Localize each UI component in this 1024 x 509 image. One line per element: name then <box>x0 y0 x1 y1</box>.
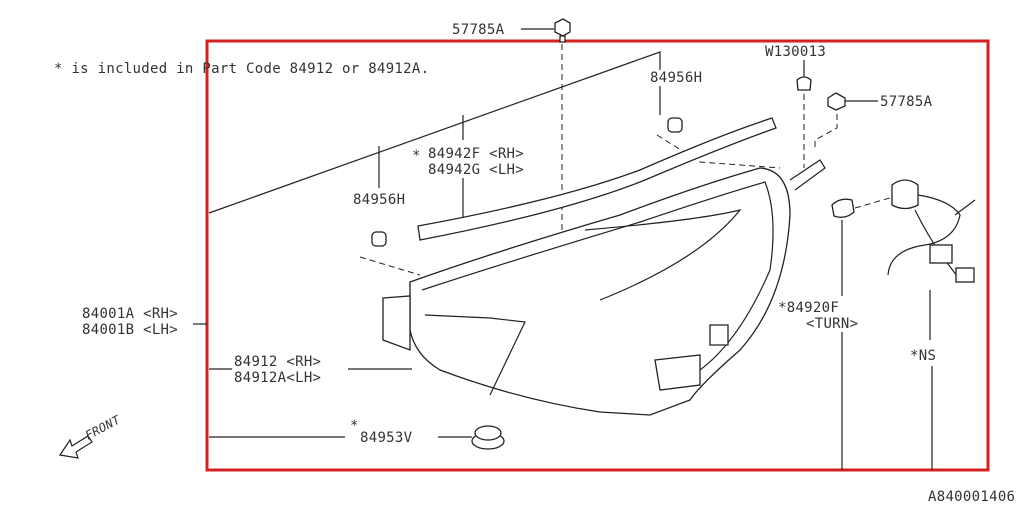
label-W130013[interactable]: W130013 <box>765 44 826 60</box>
grommet-left-icon <box>371 231 387 247</box>
cap-icon <box>471 425 505 450</box>
label-84001A[interactable]: 84001A <RH> <box>82 306 178 322</box>
label-57785A-top[interactable]: 57785A <box>452 22 505 38</box>
seal-star: * <box>412 148 421 164</box>
label-84942F[interactable]: 84942F <RH> <box>428 146 524 162</box>
note-text: * is included in Part Code 84912 or 8491… <box>54 61 429 77</box>
wiring-harness-icon <box>887 179 976 340</box>
leader-line <box>208 51 661 214</box>
group-frame <box>205 39 990 472</box>
bolt-right-icon <box>827 92 846 111</box>
label-turn: <TURN> <box>806 316 858 332</box>
seal-strip-icon <box>417 117 777 241</box>
turn-bulb-icon <box>831 198 855 218</box>
grommet-right-icon <box>667 117 683 133</box>
front-arrow-icon <box>58 435 93 459</box>
label-84956H-right[interactable]: 84956H <box>650 70 702 86</box>
bolt-icon <box>554 18 571 43</box>
headlamp-assembly-icon <box>382 159 826 416</box>
cap-star: * <box>350 418 359 434</box>
clip-icon <box>796 76 812 91</box>
label-84920F[interactable]: *84920F <box>778 300 839 316</box>
diagram-code: A840001406 <box>928 489 1015 505</box>
label-84942G[interactable]: 84942G <LH> <box>428 162 524 178</box>
label-84912[interactable]: 84912 <RH> <box>234 354 321 370</box>
front-label: FRONT <box>83 412 123 442</box>
label-57785A-right[interactable]: 57785A <box>880 94 933 110</box>
label-84956H-left[interactable]: 84956H <box>353 192 405 208</box>
label-84001B[interactable]: 84001B <LH> <box>82 322 178 338</box>
label-84953V[interactable]: 84953V <box>360 430 413 446</box>
label-NS[interactable]: *NS <box>910 348 936 364</box>
label-84912A[interactable]: 84912A<LH> <box>234 370 321 386</box>
